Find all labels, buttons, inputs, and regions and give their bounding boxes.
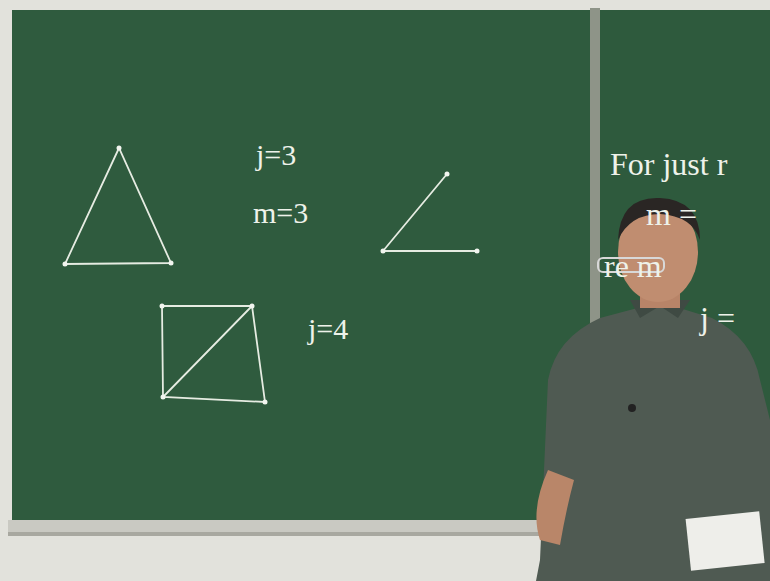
main-chalkboard xyxy=(12,10,590,522)
diagonal-member xyxy=(163,306,252,397)
lecturer-shirt xyxy=(536,302,770,581)
chalk-label: m=3 xyxy=(253,198,308,228)
chalk-label: j=4 xyxy=(308,314,348,344)
lecturer xyxy=(536,198,770,581)
lapel-microphone xyxy=(628,404,636,412)
chalk-label: j = xyxy=(700,302,735,334)
lecturer-hand xyxy=(536,470,574,545)
lecturer-hair xyxy=(618,198,700,240)
triangle-truss xyxy=(65,148,171,264)
chalk-label: j=3 xyxy=(256,140,296,170)
joint-dots xyxy=(63,146,480,405)
square-truss xyxy=(162,306,265,402)
paper-sheets xyxy=(686,511,765,570)
chalk-figures xyxy=(65,148,477,402)
angle-truss xyxy=(383,174,477,251)
chalk-label: m = xyxy=(646,198,697,230)
chalk-label: re m xyxy=(604,250,662,282)
chalk-label: For just r xyxy=(610,148,727,180)
